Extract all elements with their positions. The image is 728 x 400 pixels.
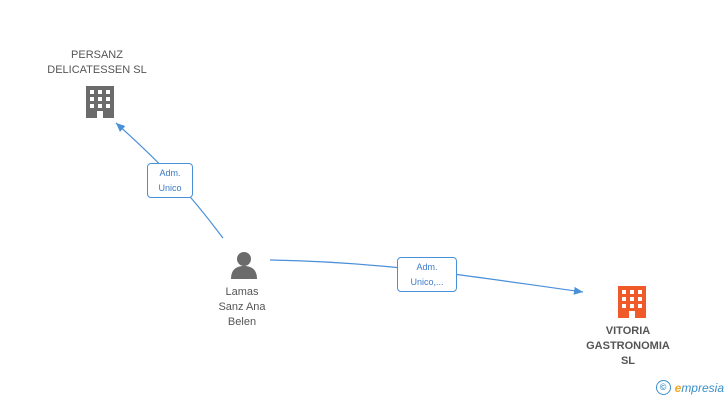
building-icon[interactable] bbox=[618, 286, 646, 318]
node-label-persanz[interactable]: PERSANZ DELICATESSEN SL bbox=[47, 49, 147, 76]
node-label-vitoria[interactable]: VITORIA GASTRONOMIA SL bbox=[586, 325, 670, 367]
building-icon[interactable] bbox=[86, 86, 114, 118]
edge-label-to-persanz[interactable]: Adm. Unico bbox=[147, 163, 193, 198]
node-label-lamas[interactable]: Lamas Sanz Ana Belen bbox=[218, 286, 266, 328]
edge-label-to-vitoria[interactable]: Adm. Unico,... bbox=[397, 257, 457, 292]
copyright-icon: © bbox=[655, 380, 671, 395]
empresia-watermark: © empresia bbox=[655, 380, 724, 395]
brand-logo: empresia bbox=[674, 380, 724, 395]
person-icon[interactable] bbox=[231, 252, 257, 279]
